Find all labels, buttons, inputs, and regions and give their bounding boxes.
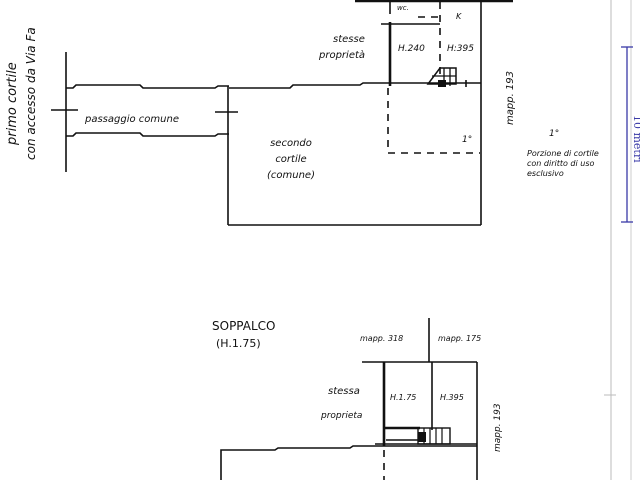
legend-text: con diritto di uso	[527, 159, 595, 168]
legend-text: esclusivo	[527, 169, 564, 178]
staircase-icon	[417, 427, 451, 445]
ground-floor-plan: primo cortile con accesso da Via Fa pass…	[5, 0, 599, 226]
same-property-label: stessa	[328, 386, 360, 397]
height-label: H.240	[398, 44, 425, 54]
staircase-icon	[426, 67, 457, 87]
parcel-label: mapp. 318	[360, 334, 403, 343]
scale-label: 10 metri	[631, 115, 640, 163]
kitchen-label: K	[456, 12, 462, 21]
mezzanine-height: (H.1.75)	[216, 337, 261, 350]
mezzanine-plan: SOPPALCO (H.1.75) mapp. 318 mapp. 175 st…	[212, 318, 503, 480]
height-label: H:395	[447, 44, 474, 54]
access-note-label: con accesso da Via Fa	[24, 27, 38, 160]
height-label: H.1.75	[390, 393, 416, 402]
legend-marker: 1°	[549, 129, 559, 139]
same-property-label: proprieta	[320, 411, 362, 421]
height-label: H.395	[440, 393, 464, 402]
parcel-label: mapp. 193	[505, 71, 516, 125]
scale-bar: 10 metri	[621, 46, 640, 223]
first-courtyard-label: primo cortile	[5, 62, 20, 146]
wc-label: wc.	[397, 4, 409, 12]
second-courtyard-label: secondo	[270, 138, 312, 149]
zone-marker: 1°	[462, 135, 472, 145]
second-courtyard-label: cortile	[275, 154, 306, 165]
same-property-label: stesse	[333, 34, 365, 45]
mezzanine-title: SOPPALCO	[212, 319, 276, 333]
second-courtyard-label: (comune)	[267, 170, 315, 181]
passage-label: passaggio comune	[84, 114, 179, 125]
legend-text: Porzione di cortile	[527, 149, 599, 158]
parcel-label: mapp. 175	[438, 334, 481, 343]
parcel-label: mapp. 193	[493, 403, 503, 452]
same-property-label: proprietà	[318, 49, 365, 61]
